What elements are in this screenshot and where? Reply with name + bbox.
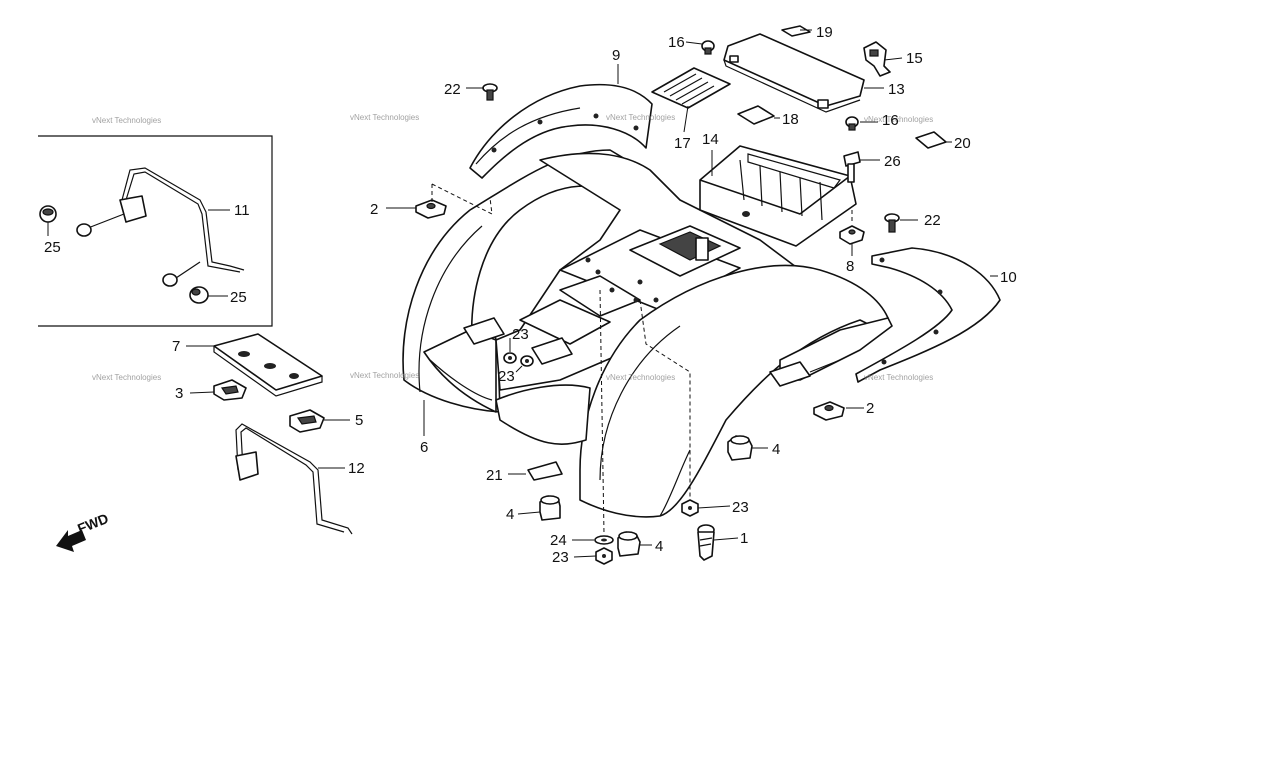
part-9-left-flap bbox=[469, 83, 653, 179]
part-23-nut-d bbox=[595, 547, 613, 565]
callout-7: 7 bbox=[172, 338, 180, 355]
part-7-bracket bbox=[213, 333, 323, 397]
callout-10: 10 bbox=[1000, 269, 1017, 286]
alignment-lines bbox=[431, 183, 853, 535]
part-25-grommet-b bbox=[189, 286, 209, 304]
part-8-clip-nut bbox=[839, 225, 865, 245]
callout-23: 23 bbox=[498, 368, 515, 385]
part-14-storage-box bbox=[699, 145, 857, 247]
callout-5: 5 bbox=[355, 412, 363, 429]
part-23-nut-a bbox=[503, 352, 517, 364]
callout-6: 6 bbox=[420, 439, 428, 456]
part-16-screw-a bbox=[701, 40, 715, 55]
part-11-grab-bar bbox=[76, 167, 245, 287]
watermark: vNext Technologies bbox=[350, 371, 419, 380]
callout-18: 18 bbox=[782, 111, 799, 128]
part-23-nut-c bbox=[681, 499, 699, 517]
callout-12: 12 bbox=[348, 460, 365, 477]
part-26-bolt bbox=[843, 151, 861, 183]
part-24-washer bbox=[594, 535, 614, 545]
part-4-mount-c bbox=[617, 531, 641, 557]
part-6-rear-fender bbox=[402, 149, 893, 518]
part-4-mount-a bbox=[727, 435, 753, 461]
part-2-clip-nut-a bbox=[415, 199, 447, 219]
callout-21: 21 bbox=[486, 467, 503, 484]
callout-23: 23 bbox=[732, 499, 749, 516]
part-22-screw-b bbox=[884, 213, 900, 233]
part-1-fastener bbox=[697, 524, 715, 561]
part-4-mount-b bbox=[539, 495, 561, 521]
callout-11: 11 bbox=[234, 202, 250, 219]
watermark: vNext Technologies bbox=[606, 113, 675, 122]
callout-25: 25 bbox=[44, 239, 61, 256]
callout-4: 4 bbox=[655, 538, 663, 555]
callout-2: 2 bbox=[866, 400, 874, 417]
callout-17: 17 bbox=[674, 135, 691, 152]
part-13-lid bbox=[723, 33, 865, 113]
watermark: vNext Technologies bbox=[864, 373, 933, 382]
fwd-label: FWD bbox=[75, 510, 111, 537]
callout-20: 20 bbox=[954, 135, 971, 152]
callout-4: 4 bbox=[772, 441, 780, 458]
watermark: vNext Technologies bbox=[350, 113, 419, 122]
callout-2: 2 bbox=[370, 201, 378, 218]
callout-9: 9 bbox=[612, 47, 620, 64]
callout-19: 19 bbox=[816, 24, 833, 41]
part-23-nut-b bbox=[520, 355, 534, 367]
part-18-sticker bbox=[737, 105, 775, 125]
callout-23: 23 bbox=[552, 549, 569, 566]
part-2-clip-nut-b bbox=[813, 401, 845, 421]
leader-lines bbox=[47, 29, 998, 558]
callout-16: 16 bbox=[668, 34, 685, 51]
callout-labels: 25 11 25 7 3 5 12 2 22 9 16 19 15 13 18 … bbox=[44, 24, 1017, 566]
callout-13: 13 bbox=[888, 81, 905, 98]
part-5-clip bbox=[289, 409, 325, 433]
callout-4: 4 bbox=[506, 506, 514, 523]
part-12-grab-bar bbox=[235, 423, 353, 535]
callout-1: 1 bbox=[740, 530, 748, 547]
callout-3: 3 bbox=[175, 385, 183, 402]
callout-16: 16 bbox=[882, 112, 899, 129]
callout-24: 24 bbox=[550, 532, 567, 549]
inset-box bbox=[38, 135, 273, 327]
callout-8: 8 bbox=[846, 258, 854, 275]
part-19-sticker bbox=[781, 25, 811, 37]
callout-22: 22 bbox=[924, 212, 941, 229]
callout-23: 23 bbox=[512, 326, 529, 343]
callout-14: 14 bbox=[702, 131, 719, 148]
callout-26: 26 bbox=[884, 153, 901, 170]
watermark: vNext Technologies bbox=[864, 115, 933, 124]
watermark: vNext Technologies bbox=[606, 373, 675, 382]
callout-15: 15 bbox=[906, 50, 923, 67]
part-17-label bbox=[651, 67, 731, 109]
part-22-screw-a bbox=[482, 83, 498, 101]
part-21-pad bbox=[527, 461, 563, 481]
watermark: vNext Technologies bbox=[92, 116, 161, 125]
part-20-sticker bbox=[915, 131, 947, 149]
part-10-right-flap bbox=[855, 247, 1001, 383]
callout-22: 22 bbox=[444, 81, 461, 98]
part-25-grommet-a bbox=[39, 205, 57, 223]
watermark: vNext Technologies bbox=[92, 373, 161, 382]
fwd-arrow-icon: FWD bbox=[56, 510, 111, 552]
watermarks: vNext Technologies vNext Technologies vN… bbox=[92, 113, 933, 382]
part-15-latch bbox=[863, 41, 891, 77]
part-16-screw-b bbox=[845, 116, 859, 131]
callout-25: 25 bbox=[230, 289, 247, 306]
part-3-clip bbox=[213, 379, 247, 401]
